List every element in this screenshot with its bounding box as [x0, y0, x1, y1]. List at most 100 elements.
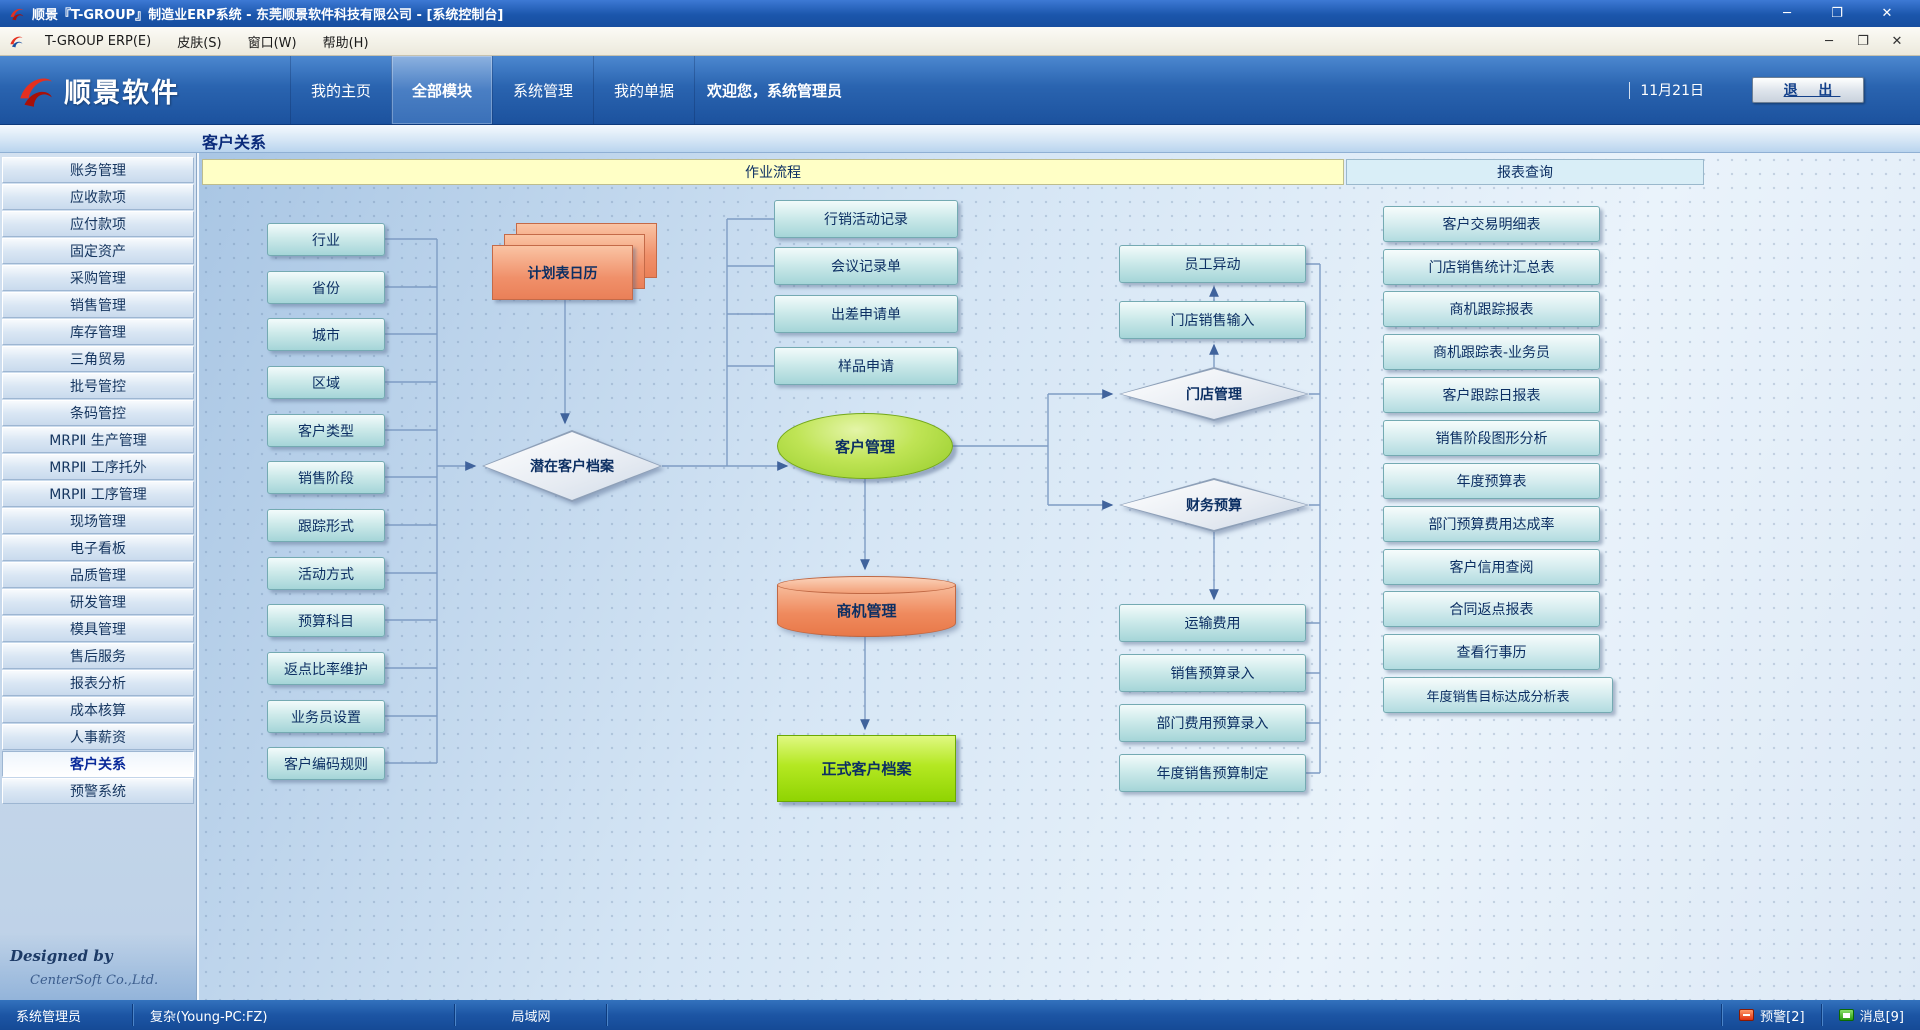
minimize-button[interactable]: ─ — [1762, 0, 1812, 27]
message-button[interactable]: 消息[9] — [1823, 1000, 1920, 1030]
report-button-store-sales-summary[interactable]: 门店销售统计汇总表 — [1383, 249, 1600, 285]
flow-button-store-sales-input[interactable]: 门店销售输入 — [1119, 301, 1306, 339]
sidebar-item[interactable]: MRPⅡ 工序管理 — [2, 481, 194, 507]
flow-node-potential-customer[interactable]: 潜在客户档案 — [482, 430, 662, 502]
mdi-close-icon: ✕ — [1891, 33, 1903, 49]
alert-label: 预警[2] — [1760, 1009, 1805, 1025]
sidebar-item[interactable]: 固定资产 — [2, 238, 194, 264]
sidebar-item[interactable]: 应付款项 — [2, 211, 194, 237]
menu-help[interactable]: 帮助(H) — [322, 35, 369, 51]
designed-by-block: Designed by CenterSoft Co.,Ltd. — [0, 933, 196, 1000]
flow-button-annual-sales-budget[interactable]: 年度销售预算制定 — [1119, 754, 1306, 792]
title-bar: 顺景『T-GROUP』制造业ERP系统 - 东莞顺景软件科技有限公司 - [系统… — [0, 0, 1920, 27]
cylinder-top — [777, 576, 956, 594]
flow-node-formal-customer[interactable]: 正式客户档案 — [777, 735, 956, 802]
sidebar-item[interactable]: 电子看板 — [2, 535, 194, 561]
report-button-customer-tracking-daily[interactable]: 客户跟踪日报表 — [1383, 377, 1600, 413]
app-icon — [10, 36, 23, 48]
cylinder-body — [777, 585, 956, 637]
mdi-close-button[interactable]: ✕ — [1880, 27, 1914, 56]
sidebar-item[interactable]: 售后服务 — [2, 643, 194, 669]
flow-button-industry[interactable]: 行业 — [267, 223, 385, 256]
app-logo-icon — [10, 8, 24, 21]
sidebar-item[interactable]: 报表分析 — [2, 670, 194, 696]
flow-button-activity-method[interactable]: 活动方式 — [267, 557, 385, 590]
report-button-sales-stage-graph[interactable]: 销售阶段图形分析 — [1383, 420, 1600, 456]
flow-node-store-mgmt[interactable]: 门店管理 — [1119, 367, 1309, 421]
sidebar-item[interactable]: 账务管理 — [2, 157, 194, 183]
status-network: 局域网 — [511, 1009, 551, 1025]
flow-node-plan-calendar[interactable]: 计划表日历 — [492, 245, 633, 300]
report-button-customer-transaction-detail[interactable]: 客户交易明细表 — [1383, 206, 1600, 242]
process-banner: 作业流程 — [202, 159, 1344, 185]
menu-tgroup-erp[interactable]: T-GROUP ERP(E) — [45, 33, 152, 49]
mdi-minimize-icon: ─ — [1825, 33, 1833, 49]
designed-by-text: Designed by — [10, 947, 113, 965]
tab-my-home[interactable]: 我的主页 — [290, 56, 391, 124]
sidebar-item[interactable]: 品质管理 — [2, 562, 194, 588]
alert-button[interactable]: 预警[2] — [1723, 1000, 1820, 1030]
flow-button-sample-request[interactable]: 样品申请 — [774, 347, 958, 385]
flow-node-customer-mgmt[interactable]: 客户管理 — [777, 413, 953, 479]
mdi-restore-button[interactable]: ❐ — [1846, 27, 1880, 56]
sidebar-item[interactable]: 销售管理 — [2, 292, 194, 318]
sidebar-item[interactable]: 条码管控 — [2, 400, 194, 426]
sidebar-item[interactable]: 采购管理 — [2, 265, 194, 291]
sidebar-item[interactable]: 三角贸易 — [2, 346, 194, 372]
sidebar-item[interactable]: 成本核算 — [2, 697, 194, 723]
flow-button-business-trip[interactable]: 出差申请单 — [774, 295, 958, 333]
flow-button-tracking-form[interactable]: 跟踪形式 — [267, 509, 385, 542]
message-icon — [1838, 1009, 1854, 1021]
sidebar-item[interactable]: 预警系统 — [2, 778, 194, 804]
tab-system-mgmt[interactable]: 系统管理 — [492, 56, 593, 124]
report-button-contract-rebate[interactable]: 合同返点报表 — [1383, 591, 1600, 627]
flow-button-staff-change[interactable]: 员工异动 — [1119, 245, 1306, 283]
sidebar-item[interactable]: 模具管理 — [2, 616, 194, 642]
report-button-annual-sales-target-analysis[interactable]: 年度销售目标达成分析表 — [1383, 677, 1613, 713]
flow-button-sales-budget-entry[interactable]: 销售预算录入 — [1119, 654, 1306, 692]
flow-button-rebate-rate[interactable]: 返点比率维护 — [267, 652, 385, 685]
sidebar-item[interactable]: 应收款项 — [2, 184, 194, 210]
module-sidebar: 账务管理 应收款项 应付款项 固定资产 采购管理 销售管理 库存管理 三角贸易 … — [0, 153, 197, 1000]
report-button-view-calendar[interactable]: 查看行事历 — [1383, 634, 1600, 670]
flow-button-sales-stage[interactable]: 销售阶段 — [267, 461, 385, 494]
report-button-opportunity-tracking[interactable]: 商机跟踪报表 — [1383, 291, 1600, 327]
sidebar-item[interactable]: 研发管理 — [2, 589, 194, 615]
sidebar-item[interactable]: MRPⅡ 生产管理 — [2, 427, 194, 453]
flow-button-region[interactable]: 区域 — [267, 366, 385, 399]
report-button-dept-budget-achievement[interactable]: 部门预算费用达成率 — [1383, 506, 1600, 542]
close-button[interactable]: ✕ — [1862, 0, 1912, 27]
flow-button-salesman-setup[interactable]: 业务员设置 — [267, 700, 385, 733]
flow-button-customer-code-rule[interactable]: 客户编码规则 — [267, 747, 385, 780]
sidebar-item[interactable]: 库存管理 — [2, 319, 194, 345]
report-button-annual-budget[interactable]: 年度预算表 — [1383, 463, 1600, 499]
flow-button-customer-type[interactable]: 客户类型 — [267, 414, 385, 447]
exit-button[interactable]: 退 出 — [1752, 77, 1864, 103]
menu-skin[interactable]: 皮肤(S) — [177, 35, 222, 51]
flow-button-dept-expense-budget[interactable]: 部门费用预算录入 — [1119, 704, 1306, 742]
tab-all-modules[interactable]: 全部模块 — [391, 56, 493, 124]
flow-button-budget-subject[interactable]: 预算科目 — [267, 604, 385, 637]
report-button-customer-credit[interactable]: 客户信用查阅 — [1383, 549, 1600, 585]
sidebar-item[interactable]: MRPⅡ 工序托外 — [2, 454, 194, 480]
flow-button-transport-cost[interactable]: 运输费用 — [1119, 604, 1306, 642]
sidebar-item[interactable]: 批号管控 — [2, 373, 194, 399]
sidebar-item-selected[interactable]: 客户关系 — [2, 751, 194, 777]
sidebar-item[interactable]: 人事薪资 — [2, 724, 194, 750]
flow-button-city[interactable]: 城市 — [267, 318, 385, 351]
flow-button-meeting-record[interactable]: 会议记录单 — [774, 247, 958, 285]
close-icon: ✕ — [1881, 6, 1893, 21]
flow-node-opportunity-mgmt[interactable]: 商机管理 — [777, 576, 956, 637]
report-button-opportunity-tracking-salesman[interactable]: 商机跟踪表-业务员 — [1383, 334, 1600, 370]
sidebar-item[interactable]: 现场管理 — [2, 508, 194, 534]
maximize-button[interactable]: ❐ — [1812, 0, 1862, 27]
status-separator — [1721, 1004, 1724, 1026]
flow-node-finance-budget[interactable]: 财务预算 — [1119, 478, 1309, 532]
mdi-restore-icon: ❐ — [1857, 33, 1869, 49]
tab-my-docs[interactable]: 我的单据 — [593, 56, 696, 124]
menu-window[interactable]: 窗口(W) — [247, 35, 297, 51]
brand-name: 顺景软件 — [64, 77, 180, 109]
flow-button-marketing-activity[interactable]: 行销活动记录 — [774, 200, 958, 238]
flow-button-province[interactable]: 省份 — [267, 271, 385, 304]
mdi-minimize-button[interactable]: ─ — [1812, 27, 1846, 56]
